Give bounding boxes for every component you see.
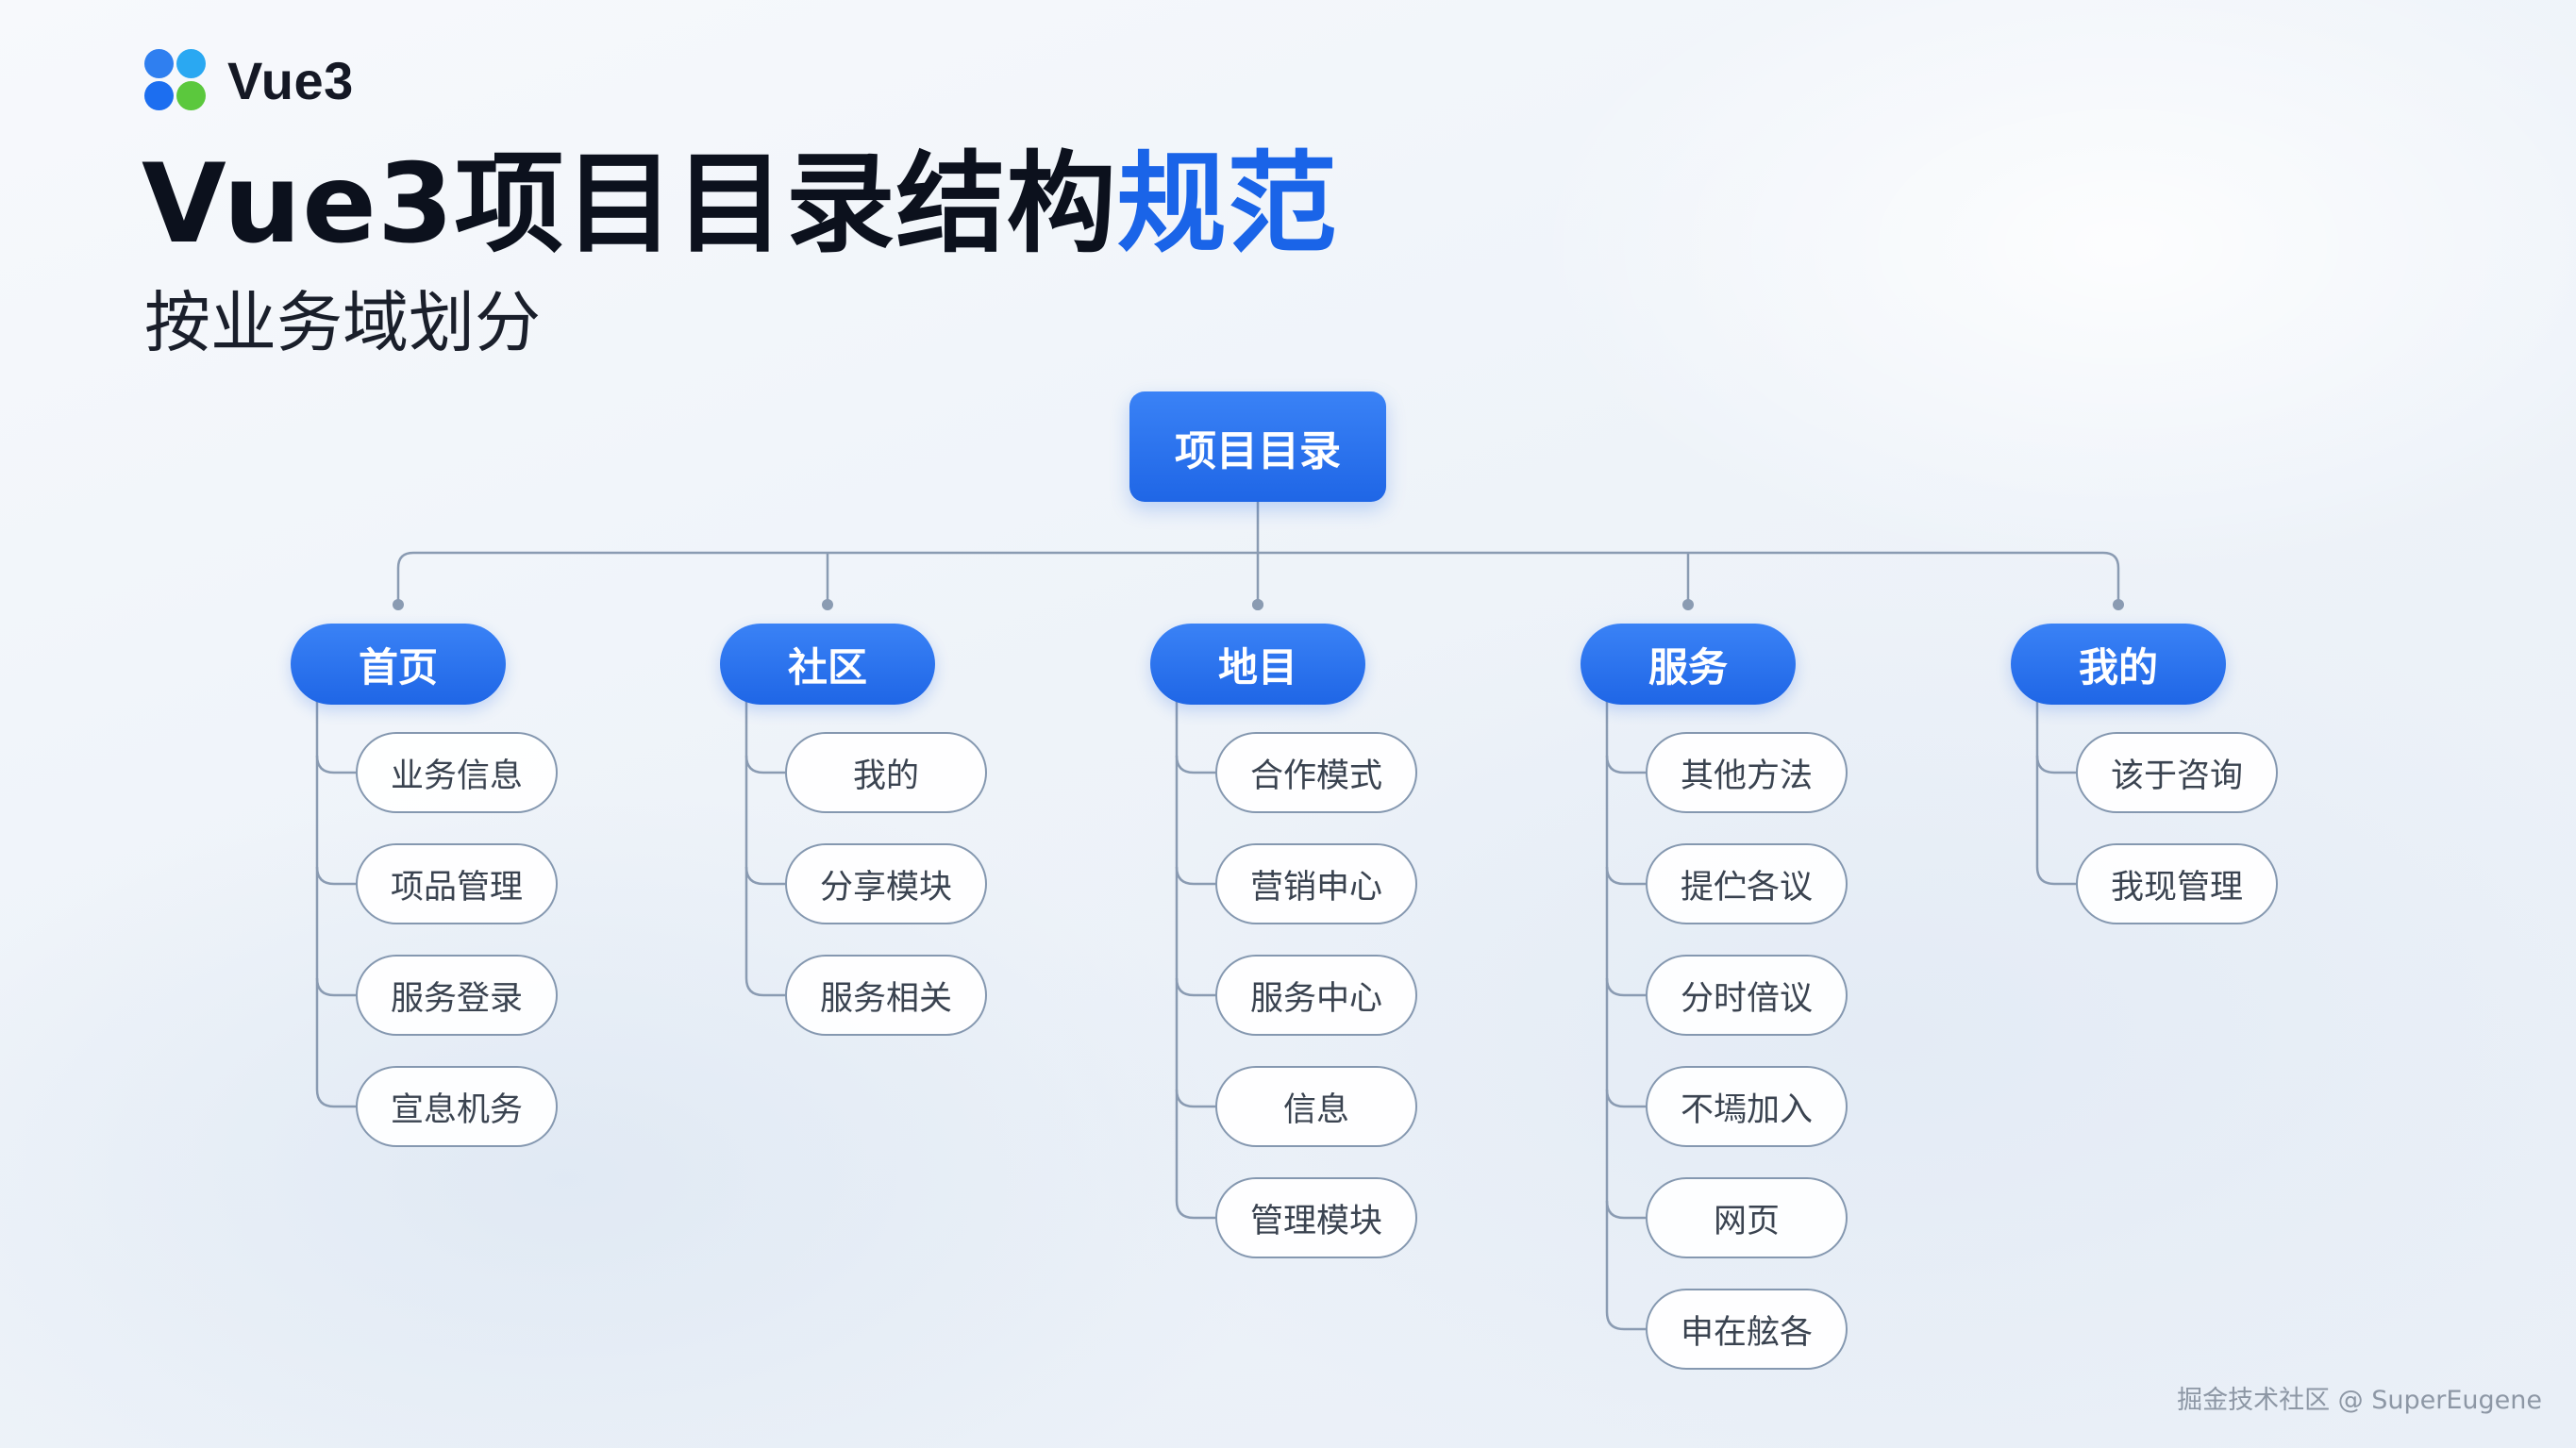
leaf-node: 营销申心 [1215, 843, 1417, 924]
leaf-node: 申在舷各 [1646, 1289, 1848, 1370]
leaf-node: 信息 [1215, 1066, 1417, 1147]
brand-name: Vue3 [227, 50, 354, 110]
leaf-node: 分享模块 [785, 843, 987, 924]
leaf-node: 分时偣议 [1646, 955, 1848, 1036]
page-title-main: Vue3项目目录结构 [142, 141, 1117, 268]
leaf-node: 我的 [785, 732, 987, 813]
brand: Vue3 [144, 47, 354, 113]
leaf-node: 提伫各议 [1646, 843, 1848, 924]
watermark: 掘金技术社区 @ SuperEugene [2177, 1386, 2542, 1415]
category-node: 首页 [291, 624, 506, 705]
leaf-node: 项品管理 [356, 843, 558, 924]
leaf-node: 服务登录 [356, 955, 558, 1036]
category-node: 我的 [2011, 624, 2226, 705]
page-title: Vue3项目目录结构规范 [142, 141, 1338, 267]
leaf-node: 管理模块 [1215, 1177, 1417, 1258]
leaf-node: 其他方法 [1646, 732, 1848, 813]
category-node: 服务 [1581, 624, 1796, 705]
leaf-node: 该于咨询 [2076, 732, 2278, 813]
category-node: 社区 [720, 624, 935, 705]
leaf-node: 合作模式 [1215, 732, 1417, 813]
leaf-node: 服务中心 [1215, 955, 1417, 1036]
leaf-node: 不墕加入 [1646, 1066, 1848, 1147]
vue3-logo-icon [144, 49, 207, 111]
page-title-accent: 规范 [1116, 141, 1338, 268]
page-subtitle: 按业务域划分 [144, 284, 541, 361]
leaf-node: 业务信息 [356, 732, 558, 813]
category-node: 地目 [1150, 624, 1365, 705]
leaf-node: 服务相关 [785, 955, 987, 1036]
leaf-node: 我现管理 [2076, 843, 2278, 924]
leaf-node: 宣息机务 [356, 1066, 558, 1147]
tree-root-node: 项目目录 [1129, 391, 1386, 502]
leaf-node: 网页 [1646, 1177, 1848, 1258]
